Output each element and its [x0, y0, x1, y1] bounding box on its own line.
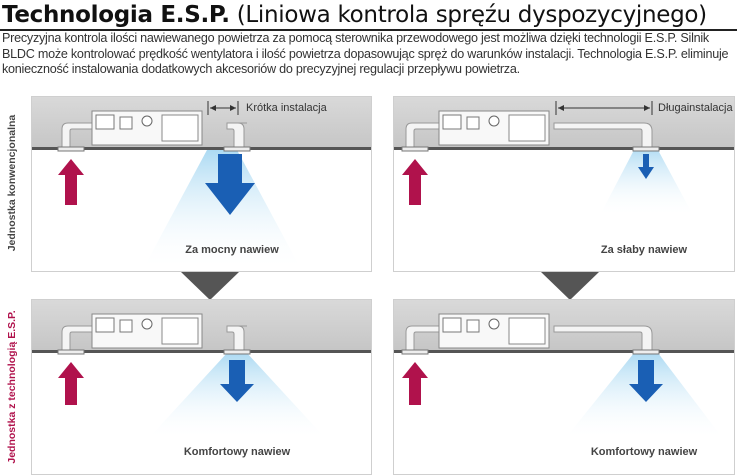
panel-conventional-long: Długainstalacja Za słaby nawiew [393, 96, 735, 272]
title-subtitle: (Liniowa kontrola spręźu dyspozycyjnego) [229, 2, 707, 28]
title-divider [0, 29, 737, 31]
flow-label-comfort-right: Komfortowy nawiew [590, 446, 698, 458]
diagram-short-strong [32, 97, 371, 271]
panel-esp-long: Komfortowy nawiew [393, 299, 735, 475]
title-bold: Technologia E.S.P. [2, 2, 230, 28]
dimension-label-long: Długainstalacja [658, 102, 733, 114]
row-label-conventional: Jednostka konwencjonalna [6, 114, 18, 252]
diagram-long-weak [394, 97, 734, 217]
flow-label-comfort-left: Komfortowy nawiew [183, 446, 291, 458]
step-arrow-right [541, 272, 599, 300]
intro-paragraph: Precyzyjna kontrola ilości nawiewanego p… [2, 31, 729, 76]
supply-air-arrow [638, 154, 654, 179]
panel-esp-short: Komfortowy nawiew [31, 299, 372, 475]
flow-label-strong: Za mocny nawiew [185, 244, 279, 256]
row-label-esp: Jednostka z technologią E.S.P. [6, 310, 18, 464]
panel-conventional-short: Krótka instalacja Za mocny nawiew [31, 96, 372, 272]
flow-label-weak: Za słaby nawiew [600, 244, 688, 256]
return-air-arrow [58, 159, 84, 205]
diagram-esp-long [394, 300, 734, 440]
supply-air-arrow [629, 360, 663, 402]
return-air-arrow [58, 362, 84, 405]
supply-air-arrow [205, 154, 255, 215]
step-arrow-left [181, 272, 239, 300]
return-air-arrow [402, 159, 428, 205]
page-title: Technologia E.S.P. (Liniowa kontrola spr… [2, 0, 707, 30]
diagram-esp-short [32, 300, 371, 440]
supply-air-arrow [220, 360, 254, 402]
return-air-arrow [402, 362, 428, 405]
dimension-label-short: Krótka instalacja [246, 102, 327, 114]
